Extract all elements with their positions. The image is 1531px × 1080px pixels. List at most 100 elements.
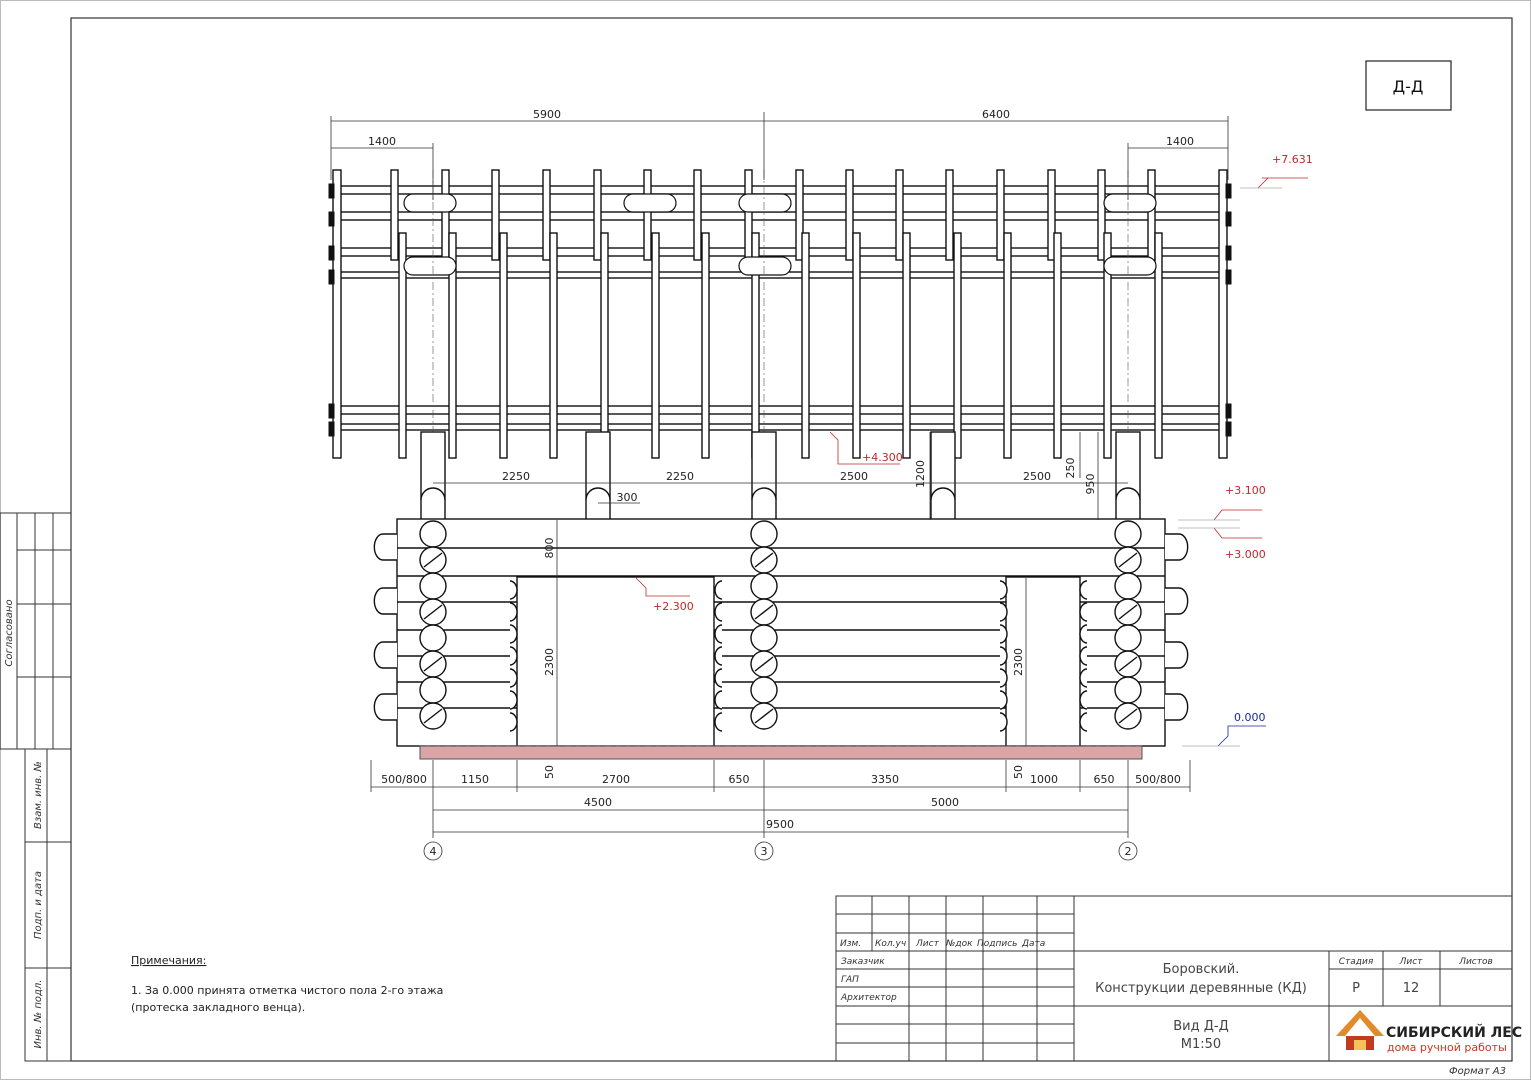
jamb-log-1-1 [714,602,723,622]
rafter-upper-2 [491,169,500,261]
tb-role-customer: Заказчик [841,957,885,967]
log-mark-0-3 [423,604,443,620]
jamb-log-3-2 [1079,624,1088,644]
notes-line-1: 1. За 0.000 принята отметка чистого пола… [131,984,443,997]
dim-h250: 250 [1064,458,1077,479]
dim-h50-b: 50 [1012,765,1025,779]
post-p2 [751,431,777,521]
rafter-upper-15 [1147,169,1156,261]
purlin-log-0 [403,193,457,213]
tb-view-title: Вид Д-Д [1173,1019,1229,1034]
post-cap-p2 [751,487,777,501]
post-p3 [930,431,956,521]
rafter-lower-3 [549,232,558,459]
dim-overhang-right: 1400 [1166,135,1194,148]
support-posts [420,431,1141,521]
log-round-1-6 [750,676,778,704]
rafter-lower-2 [499,232,508,459]
rafter-lower-12 [1003,232,1012,459]
log-mark-2-3 [1118,604,1138,620]
dim-bottom-1: 500/800 [381,773,427,786]
rafter-lower-8 [801,232,810,459]
notes-title: Примечания: [131,954,206,967]
axis-label-2: 2 [1125,845,1132,858]
logo-main-text: СИБИРСКИЙ ЛЕС [1386,1024,1522,1041]
cap-left-5 [328,421,335,437]
tb-header-list: Лист [915,939,940,949]
rafter-lower-4 [600,232,609,459]
post-cap-p0 [420,487,446,501]
level-lintel: +2.300 [653,600,694,613]
log-mark-2-7 [1118,708,1138,724]
purlin-log-2 [738,193,792,213]
dim-top-right: 6400 [982,108,1010,121]
tb-header-sign: Подпись [977,939,1017,949]
log-mark-1-7 [754,708,774,724]
log-mark-1-5 [754,656,774,672]
log-mark-2-1 [1118,552,1138,568]
jamb-log-2-2 [999,624,1008,644]
logo-sub-text: дома ручной работы [1387,1041,1507,1054]
dim-bay-5000: 5000 [931,796,959,809]
log-end-right-3 [1165,693,1189,721]
dimension-lines [330,112,1229,861]
opening-right [1005,576,1081,747]
dim-overhang-left: 1400 [368,135,396,148]
dim-top-left: 5900 [533,108,561,121]
jamb-log-0-1 [509,602,518,622]
log-end-right-1 [1165,587,1189,615]
tb-sheets-header: Листов [1458,957,1493,967]
company-logo: СИБИРСКИЙ ЛЕС дома ручной работы [1336,1010,1522,1054]
tb-role-architect: Архитектор [840,993,897,1003]
cap-right-3 [1225,269,1232,285]
jamb-log-2-5 [999,690,1008,710]
sill-beam [419,745,1143,760]
rafter-lower-0 [398,232,407,459]
opening-left [516,576,715,747]
rafter-upper-13 [1047,169,1056,261]
level-roof: +7.631 [1272,153,1313,166]
dim-bay-2: 2250 [666,470,694,483]
rafter-upper-7 [744,169,753,261]
log-mark-0-1 [423,552,443,568]
jamb-log-1-2 [714,624,723,644]
log-round-0-2 [419,572,447,600]
log-wall [373,518,1189,747]
log-round-2-0 [1114,520,1142,548]
log-end-left-0 [373,533,397,561]
rafter-upper-11 [945,169,954,261]
log-round-0-0 [419,520,447,548]
dim-bottom-8: 500/800 [1135,773,1181,786]
dim-bottom-6: 1000 [1030,773,1058,786]
stamp-sign-date: Подп. и дата [33,871,44,939]
post-cap-p3 [930,487,956,501]
purlin-2 [336,247,1223,257]
rafter-lower-5 [651,232,660,459]
jamb-log-2-3 [999,646,1008,666]
cap-left-0 [328,183,335,199]
dim-bay-4500: 4500 [584,796,612,809]
jamb-log-0-6 [509,712,518,732]
jamb-log-3-4 [1079,668,1088,688]
dim-h2300-a: 2300 [543,648,556,676]
tb-stage-header: Стадия [1339,957,1374,967]
jamb-log-0-0 [509,580,518,600]
rafter-upper-4 [593,169,602,261]
log-round-0-6 [419,676,447,704]
log-end-left-3 [373,693,397,721]
rafter-lower-13 [1053,232,1062,459]
jamb-log-3-3 [1079,646,1088,666]
dim-h800: 800 [543,538,556,559]
jamb-log-1-5 [714,690,723,710]
tb-header-date: Дата [1021,939,1045,949]
cap-left-3 [328,269,335,285]
rafter-lower-15 [1154,232,1163,459]
stamp-agreed: Согласовано [4,599,15,666]
level-marks [635,177,1308,747]
rafter-lower-6 [701,232,710,459]
tb-role-gap: ГАП [841,975,859,985]
rafter-lower-14 [1103,232,1112,459]
purlin-log-3 [1103,193,1157,213]
side-stamp [0,512,72,1062]
dim-h1200: 1200 [914,460,927,488]
